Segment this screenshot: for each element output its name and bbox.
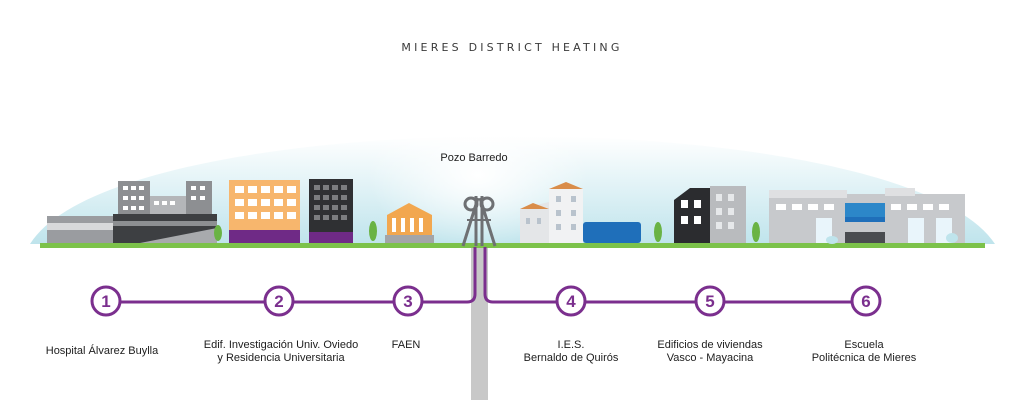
station-label-line: I.E.S. — [557, 339, 585, 351]
station-label-4: I.E.S.Bernaldo de Quirós — [471, 339, 671, 365]
distribution-line-right — [483, 247, 870, 304]
station-marker-1 — [90, 285, 122, 317]
school-building-illustration — [769, 188, 965, 244]
mine-headframe-illustration — [461, 196, 497, 247]
station-label-1: Hospital Álvarez Buylla — [2, 345, 202, 358]
station-label-line: Escuela — [844, 339, 884, 351]
station-label-line: Bernaldo de Quirós — [523, 352, 619, 364]
faen-building-illustration — [369, 203, 434, 243]
station-marker-6 — [850, 285, 882, 317]
ies-building-illustration — [520, 182, 662, 243]
station-number-1: 1 — [101, 292, 110, 311]
station-number-3: 3 — [403, 292, 412, 311]
station-label-line: Hospital Álvarez Buylla — [45, 345, 159, 357]
station-label-line: FAEN — [391, 339, 421, 351]
station-number-5: 5 — [705, 292, 714, 311]
distribution-line-left — [105, 247, 477, 304]
station-label-line: y Residencia Universitaria — [217, 352, 345, 364]
station-label-line: Edif. Investigación Univ. Oviedo — [203, 339, 359, 351]
housing-building-illustration — [674, 186, 760, 243]
station-label-3: FAEN — [306, 339, 506, 352]
station-marker-5 — [694, 285, 726, 317]
station-label-line: Edificios de viviendas — [657, 339, 763, 351]
station-number-4: 4 — [566, 292, 576, 311]
station-number-2: 2 — [274, 292, 283, 311]
station-marker-2 — [263, 285, 295, 317]
station-marker-4 — [555, 285, 587, 317]
station-label-line: Vasco - Mayacina — [666, 352, 754, 364]
research-building-illustration — [229, 179, 353, 243]
station-marker-3 — [392, 285, 424, 317]
diagram-title: MIERES DISTRICT HEATING — [401, 41, 623, 54]
ground-strip — [40, 243, 985, 248]
station-number-6: 6 — [861, 292, 870, 311]
source-label: Pozo Barredo — [440, 152, 508, 164]
hospital-building-illustration — [47, 181, 222, 243]
station-label-line: Politécnica de Mieres — [811, 352, 917, 364]
